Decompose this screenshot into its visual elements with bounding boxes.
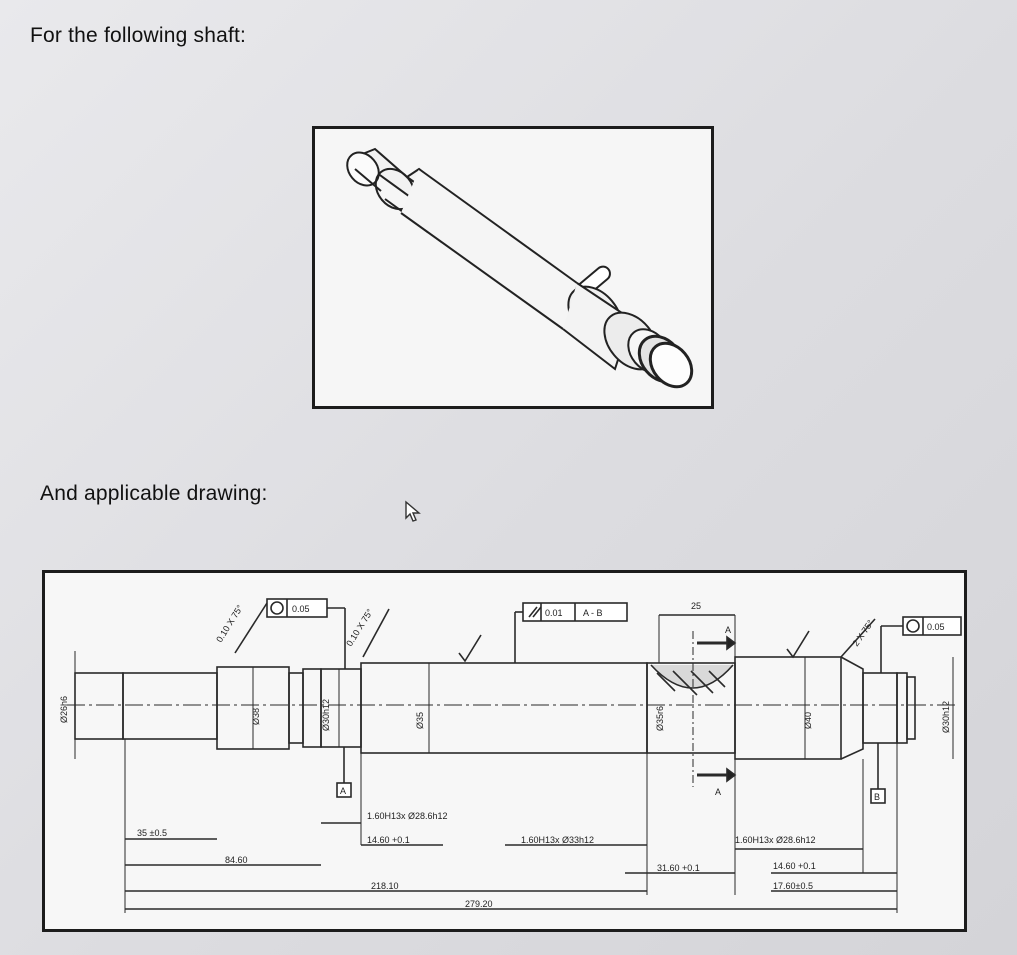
groove-3-label: 1.60H13x Ø28.6h12 [735,835,816,845]
shaft-dimension-drawing: 0.10 X 75° 0.10 X 75° 2 X 75° 0.05 0.05 … [59,598,962,913]
cylindricity-value-left: 0.05 [292,604,310,614]
dia-30h12-b: Ø30h12 [941,701,951,733]
chamfer-label-1: 0.10 X 75° [214,603,245,644]
shaft-isometric-figure [312,126,714,409]
chamfer-label-3: 2 X 75° [850,618,875,648]
dia-26h6: Ø26h6 [59,696,69,723]
dim-84: 84.60 [225,855,248,865]
groove-1-label: 1.60H13x Ø28.6h12 [367,811,448,821]
technical-drawing: 0.10 X 75° 0.10 X 75° 2 X 75° 0.05 0.05 … [42,570,967,932]
groove-3-position: 14.60 +0.1 [773,861,816,871]
datum-b-label: B [874,792,880,802]
dia-38: Ø38 [251,708,261,725]
mouse-cursor-icon [405,500,421,522]
dim-218: 218.10 [371,881,399,891]
dim-35: 35 ±0.5 [137,828,167,838]
cylindricity-value-right: 0.05 [927,622,945,632]
dim-25: 25 [691,601,701,611]
datum-a-label: A [340,786,346,796]
parallelism-value: 0.01 [545,608,563,618]
groove-2-label: 1.60H13x Ø33h12 [521,835,594,845]
section-a-bottom: A [715,787,721,797]
dia-35: Ø35 [415,712,425,729]
drawing-heading: And applicable drawing: [40,482,268,505]
question-heading: For the following shaft: [30,24,247,47]
dim-17: 17.60±0.5 [773,881,813,891]
parallelism-datums: A - B [583,608,603,618]
dim-31: 31.60 +0.1 [657,863,700,873]
shaft-isometric-illustration [346,147,694,389]
section-a-top: A [725,625,731,635]
dia-35r6: Ø35r6 [655,706,665,731]
dia-40: Ø40 [803,712,813,729]
dim-279: 279.20 [465,899,493,909]
dia-30h12-a: Ø30h12 [321,699,331,731]
groove-1-position: 14.60 +0.1 [367,835,410,845]
